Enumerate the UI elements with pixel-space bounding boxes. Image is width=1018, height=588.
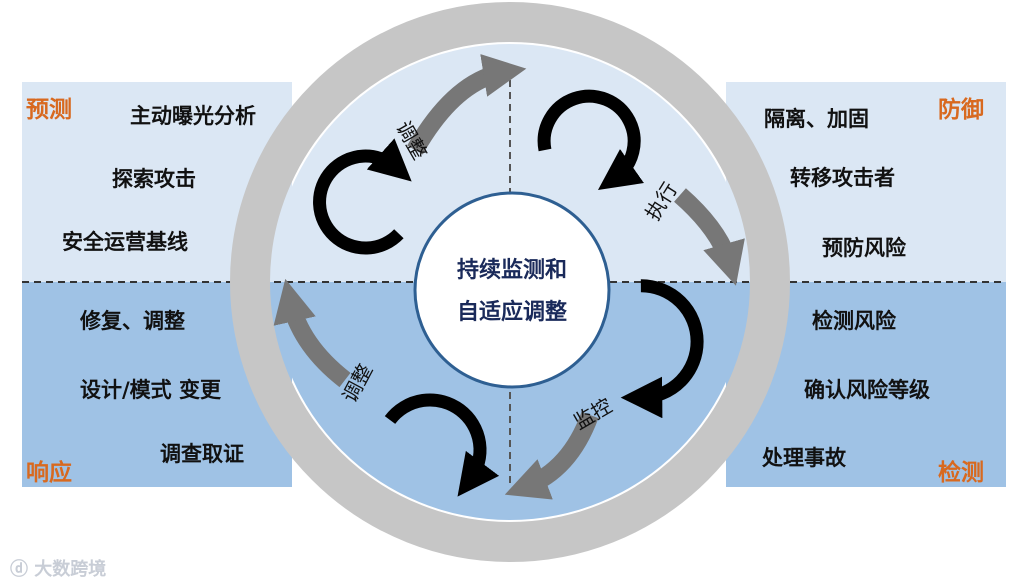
predict-item: 安全运营基线 xyxy=(62,230,188,254)
predict-item: 探索攻击 xyxy=(112,167,196,191)
transition-arrow-top xyxy=(407,54,527,155)
cycle-arrow-top-left xyxy=(313,138,412,255)
center-circle xyxy=(413,191,611,389)
detect-title: 检测 xyxy=(938,460,984,486)
cycle-arrow-bottom-left xyxy=(384,393,500,497)
respond-item: 修复、调整 xyxy=(80,309,185,333)
detect-item: 检测风险 xyxy=(812,309,896,333)
respond-title: 响应 xyxy=(26,460,72,486)
defend-item: 隔离、加固 xyxy=(764,107,869,131)
cycle-arrow-bottom-right xyxy=(620,279,704,419)
respond-item: 设计/模式 变更 xyxy=(80,378,221,402)
watermark-logo-icon: ⓓ xyxy=(10,559,28,580)
respond-item: 调查取证 xyxy=(160,442,244,466)
transition-arrow-left xyxy=(273,278,351,388)
watermark: ⓓ 大数跨境 xyxy=(10,559,107,580)
detect-item: 确认风险等级 xyxy=(804,378,930,402)
defend-title: 防御 xyxy=(938,97,984,123)
defend-item: 转移攻击者 xyxy=(790,166,895,190)
transition-arrow-right xyxy=(674,188,745,286)
defend-item: 预防风险 xyxy=(822,236,906,260)
detect-item: 处理事故 xyxy=(762,446,846,470)
predict-title: 预测 xyxy=(26,97,72,123)
cycle-arrow-top-right xyxy=(537,89,644,190)
center-text-line2: 自适应调整 xyxy=(456,300,567,325)
outer-ring xyxy=(230,2,790,562)
predict-item: 主动曝光分析 xyxy=(130,104,256,128)
center-text-line1: 持续监测和 xyxy=(456,258,567,283)
transition-arrow-bottom xyxy=(504,411,599,500)
